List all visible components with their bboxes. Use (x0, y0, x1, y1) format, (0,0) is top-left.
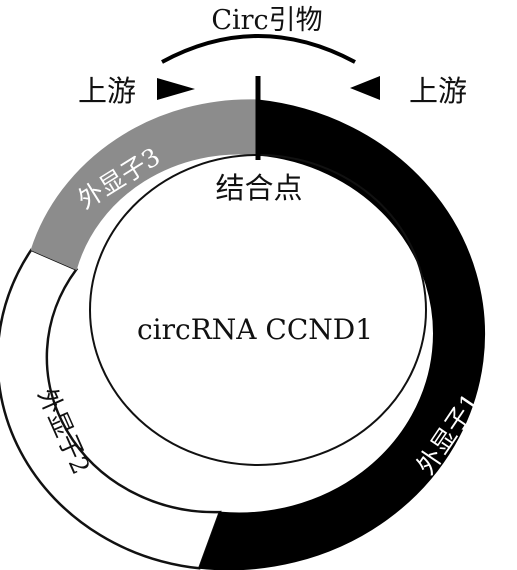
upstream-left-label: 上游 (78, 74, 136, 108)
primer-label: Circ引物 (211, 5, 322, 36)
upstream-right-label: 上游 (409, 74, 467, 108)
center-label: circRNA CCND1 (137, 313, 373, 346)
exon-3-segment (30, 99, 259, 271)
left-primer-arrow-icon (157, 78, 195, 100)
right-primer-arrow-icon (350, 76, 380, 100)
exon-2-segment (0, 248, 222, 570)
primer-arc (161, 34, 356, 64)
junction-label: 结合点 (215, 171, 302, 205)
